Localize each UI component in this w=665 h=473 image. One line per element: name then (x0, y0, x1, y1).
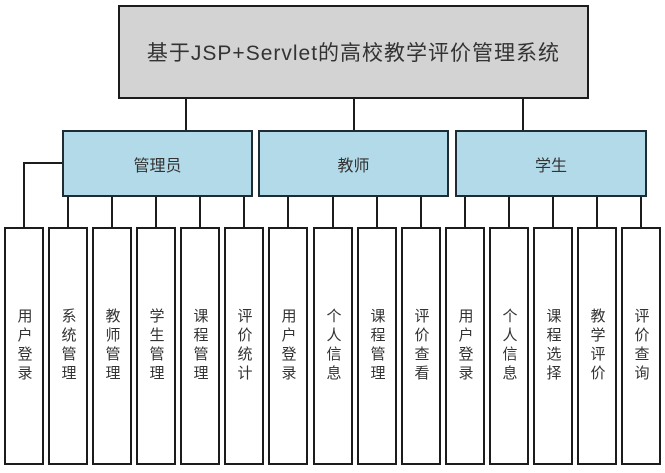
leaf-label: 个人信息 (500, 308, 518, 384)
branch-teacher-label: 教师 (337, 157, 370, 175)
leaf-admin-user-login: 用户登录 (4, 227, 44, 465)
leaf-admin-evaluation-statistics: 评价统计 (224, 227, 264, 465)
leaf-label: 用户登录 (15, 308, 33, 384)
leaf-teacher-user-login: 用户登录 (268, 227, 308, 465)
leaf-label: 课程管理 (191, 308, 209, 384)
leaf-teacher-course-management: 课程管理 (357, 227, 397, 465)
branch-box-student: 学生 (455, 130, 647, 197)
leaf-student-teaching-evaluation: 教学评价 (577, 227, 617, 465)
leaf-teacher-personal-info: 个人信息 (313, 227, 353, 465)
leaf-label: 学生管理 (147, 308, 165, 384)
leaf-label: 评价统计 (235, 308, 253, 384)
system-title-label: 基于JSP+Servlet的高校教学评价管理系统 (146, 42, 561, 65)
leaf-student-evaluation-query: 评价查询 (621, 227, 661, 465)
leaf-teacher-evaluation-view: 评价查看 (401, 227, 441, 465)
leaf-admin-teacher-management: 教师管理 (92, 227, 132, 465)
leaf-admin-student-management: 学生管理 (136, 227, 176, 465)
leaf-label: 教学评价 (588, 308, 606, 384)
leaf-admin-system-management: 系统管理 (48, 227, 88, 465)
leaf-label: 评价查看 (412, 308, 430, 384)
leaf-label: 系统管理 (59, 308, 77, 384)
leaf-student-course-selection: 课程选择 (533, 227, 573, 465)
leaf-label: 评价查询 (632, 308, 650, 384)
leaf-student-personal-info: 个人信息 (489, 227, 529, 465)
leaf-label: 个人信息 (324, 308, 342, 384)
branch-student-label: 学生 (534, 157, 567, 175)
leaf-label: 用户登录 (279, 308, 297, 384)
branch-admin-label: 管理员 (133, 157, 182, 175)
leaf-student-user-login: 用户登录 (445, 227, 485, 465)
leaf-label: 教师管理 (103, 308, 121, 384)
leaf-admin-course-management: 课程管理 (180, 227, 220, 465)
leaf-label: 课程选择 (544, 308, 562, 384)
system-title-box: 基于JSP+Servlet的高校教学评价管理系统 (118, 5, 589, 99)
leaf-label: 用户登录 (456, 308, 474, 384)
leaf-label: 课程管理 (368, 308, 386, 384)
branch-box-admin: 管理员 (62, 130, 253, 197)
branch-box-teacher: 教师 (258, 130, 449, 197)
